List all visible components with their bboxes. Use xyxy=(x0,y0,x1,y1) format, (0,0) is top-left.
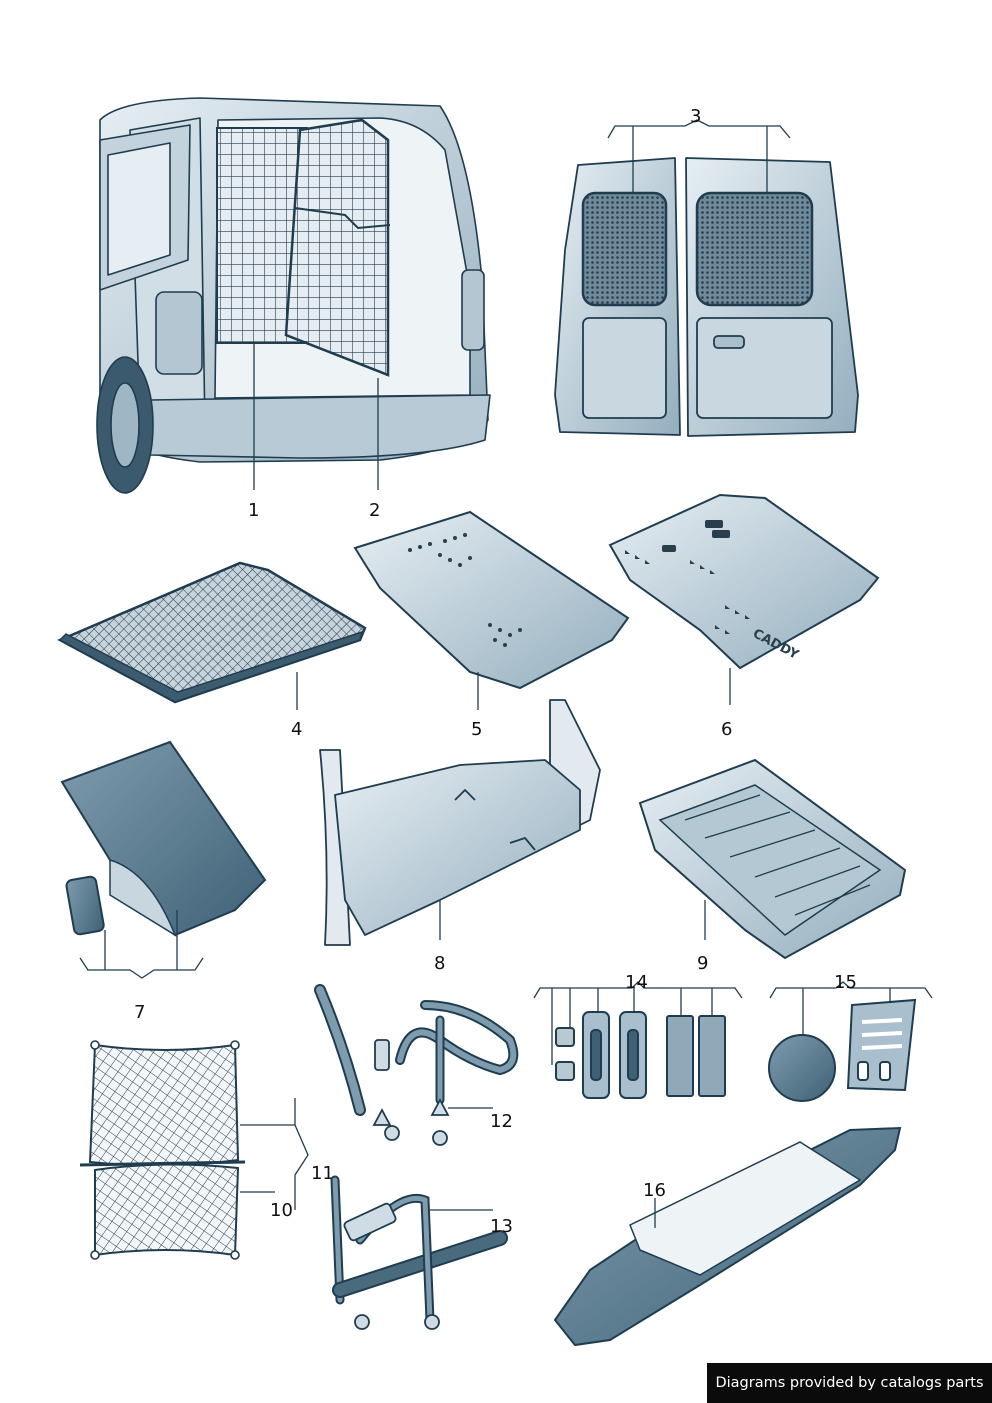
label-4: 4 xyxy=(291,719,302,740)
floor-protector-pattern xyxy=(408,533,522,647)
ratchet-buckle xyxy=(343,1202,440,1330)
bracket-11 xyxy=(240,1098,309,1210)
label-13: 13 xyxy=(490,1216,513,1237)
label-3: 3 xyxy=(690,106,701,127)
label-5: 5 xyxy=(471,719,482,740)
protective-pads xyxy=(555,1011,726,1099)
label-1: 1 xyxy=(248,500,259,521)
label-11: 11 xyxy=(311,1163,334,1184)
catalog-credit: Diagrams provided by catalogs parts xyxy=(707,1363,992,1403)
label-14: 14 xyxy=(625,972,648,993)
bracket-14 xyxy=(533,981,743,999)
cargo-net-lower xyxy=(94,1163,240,1257)
label-16: 16 xyxy=(643,1180,666,1201)
strap-hooks xyxy=(372,1039,450,1146)
net-hooks xyxy=(90,1040,240,1260)
floor-protector-tray xyxy=(353,510,630,690)
label-9: 9 xyxy=(697,953,708,974)
mounting-bracket xyxy=(846,998,917,1092)
label-12: 12 xyxy=(490,1111,513,1132)
bracket-15 xyxy=(769,981,933,999)
left-door-window-grille xyxy=(581,191,668,307)
bracket-7 xyxy=(79,957,204,979)
cargo-net-upper xyxy=(88,1043,240,1167)
bracket-3 xyxy=(607,119,791,139)
branded-floor-protector-marks xyxy=(625,520,750,634)
branded-floor-protector xyxy=(608,493,880,670)
film-squeegee xyxy=(65,875,105,936)
ratchet-strap-illustration xyxy=(330,1175,508,1325)
tow-ball-cover xyxy=(768,1034,836,1102)
label-6: 6 xyxy=(721,719,732,740)
label-2: 2 xyxy=(369,500,380,521)
hinged-partition-grille xyxy=(284,118,390,377)
label-15: 15 xyxy=(834,972,857,993)
lashing-strap-illustration xyxy=(314,984,519,1116)
label-7: 7 xyxy=(134,1002,145,1023)
net-tension-rod xyxy=(79,1160,246,1167)
label-10: 10 xyxy=(270,1200,293,1221)
side-trim-panel-illustration xyxy=(319,699,601,946)
right-door-window-grille xyxy=(695,191,814,307)
label-8: 8 xyxy=(434,953,445,974)
